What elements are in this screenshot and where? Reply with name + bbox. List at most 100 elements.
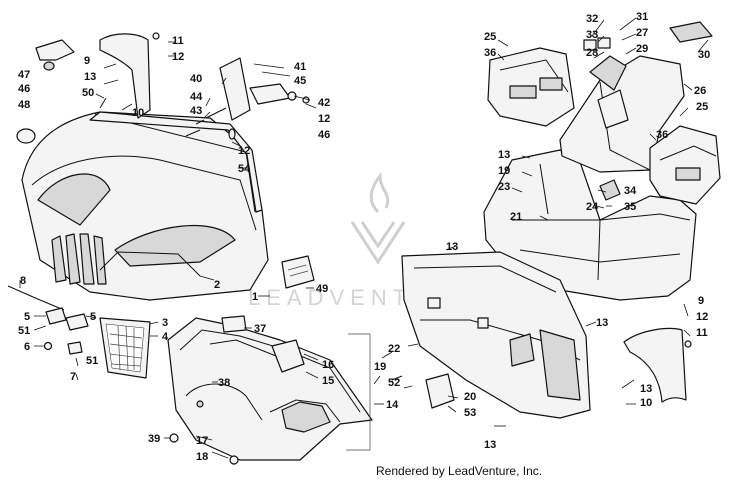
callout-47: 47 (18, 69, 30, 81)
latch-part (65, 313, 89, 331)
fastener-part (99, 97, 107, 109)
callout-32: 32 (586, 13, 598, 25)
callout-37: 37 (254, 323, 266, 335)
screw-part (152, 32, 160, 40)
bolt-part (185, 129, 201, 137)
callout-7: 7 (70, 371, 76, 383)
callout-13: 13 (640, 383, 652, 395)
callout-50: 50 (82, 87, 94, 99)
callout-20: 20 (464, 391, 476, 403)
fender-part (623, 327, 687, 403)
screw-part (229, 455, 239, 465)
callout-54: 54 (238, 163, 251, 175)
callout-11: 11 (172, 35, 184, 47)
clip-part (196, 400, 204, 408)
callout-23: 23 (498, 181, 510, 193)
bracket-part (249, 83, 291, 105)
hood-part (21, 111, 269, 301)
callout-8: 8 (20, 275, 26, 287)
callout-26: 26 (694, 85, 706, 97)
callout-34: 34 (624, 185, 637, 197)
washer-part (302, 96, 310, 104)
callout-12: 12 (172, 51, 184, 63)
callout-16: 16 (322, 359, 334, 371)
callout-12: 12 (318, 113, 330, 125)
rear-panel-part (401, 251, 591, 419)
callout-30: 30 (698, 49, 710, 61)
switch-part (583, 39, 597, 51)
callout-14: 14 (386, 399, 399, 411)
decal-part (281, 255, 315, 289)
callout-44: 44 (190, 91, 203, 103)
panel-part (219, 57, 251, 121)
callout-39: 39 (148, 433, 160, 445)
callout-41: 41 (294, 61, 306, 73)
callout-13: 13 (484, 439, 496, 451)
callout-19: 19 (374, 361, 386, 373)
callout-13: 13 (596, 317, 608, 329)
spring-part (195, 107, 227, 125)
callout-6: 6 (24, 341, 30, 353)
callout-25: 25 (696, 101, 708, 113)
callout-10: 10 (640, 397, 652, 409)
badge-part (16, 128, 36, 144)
callout-labels: 1 2 3 4 5 5 6 7 8 9 9 10 10 11 11 12 12 … (18, 11, 710, 463)
callout-12: 12 (696, 311, 708, 323)
callout-22: 22 (388, 343, 400, 355)
nut-part (169, 433, 179, 443)
group-bracket (346, 333, 371, 451)
callout-35: 35 (624, 201, 636, 213)
callout-27: 27 (636, 27, 648, 39)
callout-51: 51 (86, 355, 98, 367)
screen-part (99, 317, 151, 379)
leader-lines (19, 17, 709, 459)
rod-part (7, 285, 65, 311)
callout-19: 19 (498, 165, 510, 177)
pedal-part (599, 179, 621, 201)
pad-part (221, 315, 247, 333)
callout-15: 15 (322, 375, 334, 387)
callout-28: 28 (586, 47, 598, 59)
tray-part (487, 47, 575, 127)
callout-21: 21 (510, 211, 522, 223)
cover-part (425, 373, 455, 409)
callout-51: 51 (18, 325, 30, 337)
cover-part (271, 339, 305, 373)
nut-part (287, 91, 297, 101)
callout-18: 18 (196, 451, 208, 463)
callout-42: 42 (318, 97, 330, 109)
callout-33: 33 (586, 29, 598, 41)
callout-5: 5 (24, 311, 30, 323)
callout-36: 36 (484, 47, 496, 59)
console-part (559, 55, 685, 173)
callout-17: 17 (196, 435, 208, 447)
callout-31: 31 (636, 11, 648, 23)
latch-part (67, 341, 83, 355)
callout-52: 52 (388, 377, 400, 389)
callout-10: 10 (132, 107, 144, 119)
tray-part (649, 125, 721, 205)
washer-part (228, 128, 236, 140)
callout-4: 4 (162, 331, 169, 343)
switch-part (597, 37, 611, 49)
callout-38: 38 (218, 377, 230, 389)
callout-2: 2 (214, 279, 220, 291)
callout-13: 13 (84, 71, 96, 83)
clip-part (391, 375, 403, 381)
callout-5: 5 (90, 311, 96, 323)
callout-53: 53 (464, 407, 476, 419)
callout-9: 9 (698, 295, 704, 307)
screw-part (684, 340, 692, 348)
callout-24: 24 (586, 201, 599, 213)
callout-29: 29 (636, 43, 648, 55)
latch-part (45, 307, 67, 325)
callout-13: 13 (446, 241, 458, 253)
render-credit: Rendered by LeadVenture, Inc. (376, 464, 543, 478)
callout-3: 3 (162, 317, 168, 329)
grommet-part (43, 61, 55, 71)
callout-36: 36 (656, 129, 668, 141)
callout-49: 49 (316, 283, 328, 295)
callout-40: 40 (190, 73, 202, 85)
fender-part (99, 33, 151, 119)
